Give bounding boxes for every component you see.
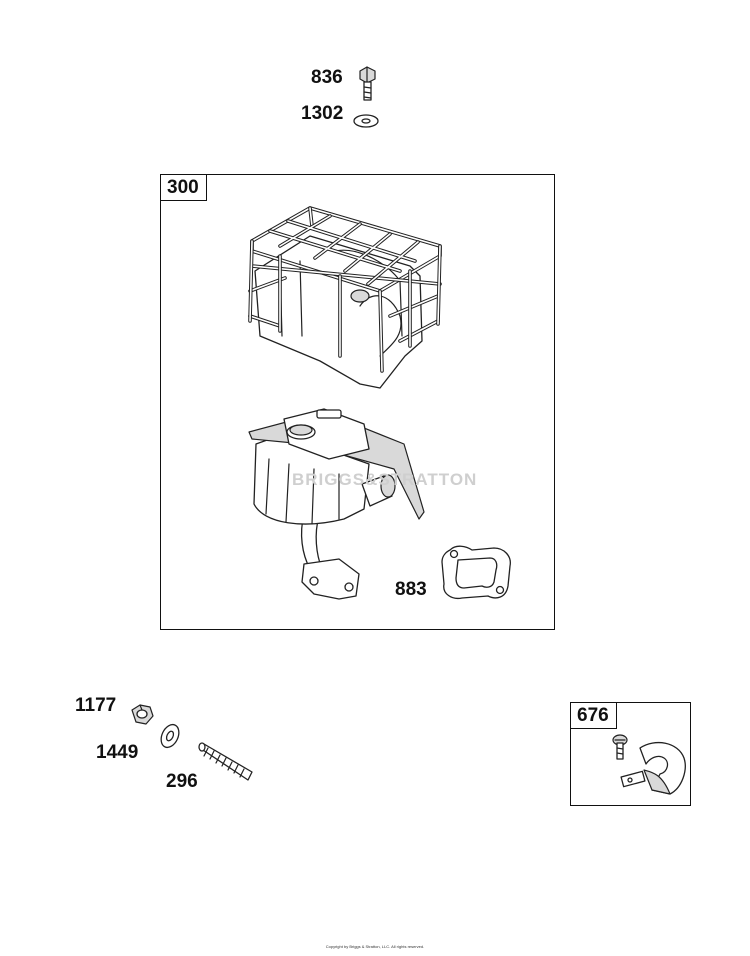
muffler-icon[interactable] — [244, 404, 444, 604]
part-label-836: 836 — [311, 67, 343, 88]
screw-836-icon[interactable] — [354, 64, 384, 104]
washer-1449-icon[interactable] — [158, 722, 188, 752]
stud-296-icon[interactable] — [194, 742, 264, 787]
part-label-1449: 1449 — [96, 742, 139, 763]
copyright-notice: Copyright by Briggs & Stratton, LLC. All… — [325, 944, 425, 949]
part-label-1302: 1302 — [301, 103, 344, 124]
clamp-676-icon[interactable] — [600, 730, 690, 800]
heat-guard-icon[interactable] — [240, 196, 460, 396]
kit-label-676: 676 — [571, 703, 617, 729]
gasket-883-icon[interactable] — [432, 540, 522, 610]
washer-1302-icon[interactable] — [353, 112, 383, 132]
part-label-296: 296 — [166, 771, 198, 792]
part-label-1177: 1177 — [75, 695, 117, 716]
kit-label-300: 300 — [161, 175, 207, 201]
part-label-883: 883 — [395, 579, 427, 600]
nut-1177-icon[interactable] — [128, 702, 158, 730]
watermark-text: BRIGGS&STRATTON — [292, 470, 478, 489]
